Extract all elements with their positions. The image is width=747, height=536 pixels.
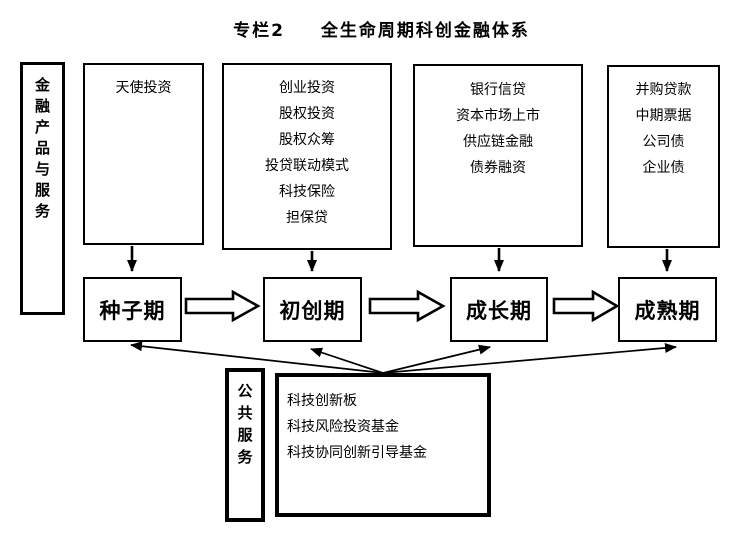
vlabel-char: 金 xyxy=(34,76,50,94)
vlabel-char: 公 xyxy=(237,382,253,400)
stage-box-startup: 初创期 xyxy=(263,277,362,342)
seed-products-box: 天使投资 xyxy=(83,63,204,245)
product-item: 担保贷 xyxy=(286,210,328,226)
product-item: 并购贷款 xyxy=(635,82,692,98)
product-item: 银行信贷 xyxy=(470,82,526,98)
product-item: 资本市场上市 xyxy=(456,108,540,124)
arrow-services-to-startup xyxy=(310,347,384,374)
title-prefix: 专栏2 xyxy=(233,21,285,41)
product-item: 股权投资 xyxy=(279,106,335,122)
product-item: 天使投资 xyxy=(115,80,172,96)
financial-products-services-label: 金 融 产 品 与 服 务 xyxy=(20,62,65,315)
vlabel-char: 服 xyxy=(237,426,253,444)
startup-products-box: 创业投资 股权投资 股权众筹 投贷联动模式 科技保险 担保贷 xyxy=(222,63,392,250)
stage-label: 成熟期 xyxy=(634,298,701,323)
vlabel-char: 品 xyxy=(34,139,50,157)
product-item: 企业债 xyxy=(642,160,685,176)
block-arrow-growth-to-maturity xyxy=(552,289,620,323)
title-main: 全生命周期科创金融体系 xyxy=(320,21,530,41)
arrow-services-to-growth xyxy=(382,344,491,374)
product-item: 投贷联动模式 xyxy=(265,158,349,174)
vlabel-char: 务 xyxy=(237,448,253,466)
maturity-products-box: 并购贷款 中期票据 公司债 企业债 xyxy=(607,65,720,248)
product-item: 创业投资 xyxy=(279,80,335,96)
public-service-item: 科技协同创新引导基金 xyxy=(287,445,427,461)
stage-label: 种子期 xyxy=(99,298,166,323)
vlabel-char: 务 xyxy=(34,202,50,220)
diagram-title: 专栏2 全生命周期科创金融体系 xyxy=(8,16,747,41)
public-services-label: 公 共 服 务 xyxy=(225,368,265,522)
block-arrow-startup-to-growth xyxy=(368,289,446,323)
stage-box-growth: 成长期 xyxy=(450,277,548,342)
product-item: 公司债 xyxy=(642,134,685,150)
vlabel-char: 服 xyxy=(34,181,50,199)
growth-products-box: 银行信贷 资本市场上市 供应链金融 债券融资 xyxy=(413,64,583,247)
block-arrow-seed-to-startup xyxy=(184,289,261,323)
product-item: 科技保险 xyxy=(279,184,335,200)
stage-label: 初创期 xyxy=(279,298,346,323)
public-service-item: 科技创新板 xyxy=(287,393,357,409)
vlabel-char: 与 xyxy=(34,160,50,178)
vlabel-char: 共 xyxy=(237,404,253,422)
public-service-item: 科技风险投资基金 xyxy=(287,419,399,435)
arrow-services-to-maturity xyxy=(382,342,677,374)
product-item: 供应链金融 xyxy=(463,134,533,150)
stage-label: 成长期 xyxy=(466,298,532,323)
stage-box-seed: 种子期 xyxy=(83,277,182,342)
product-item: 中期票据 xyxy=(635,108,692,124)
product-item: 股权众筹 xyxy=(279,132,335,148)
vlabel-char: 融 xyxy=(34,97,50,115)
public-services-box: 科技创新板 科技风险投资基金 科技协同创新引导基金 xyxy=(275,373,491,517)
product-item: 债券融资 xyxy=(470,160,526,176)
vlabel-char: 产 xyxy=(34,118,50,136)
stage-box-maturity: 成熟期 xyxy=(618,277,717,342)
